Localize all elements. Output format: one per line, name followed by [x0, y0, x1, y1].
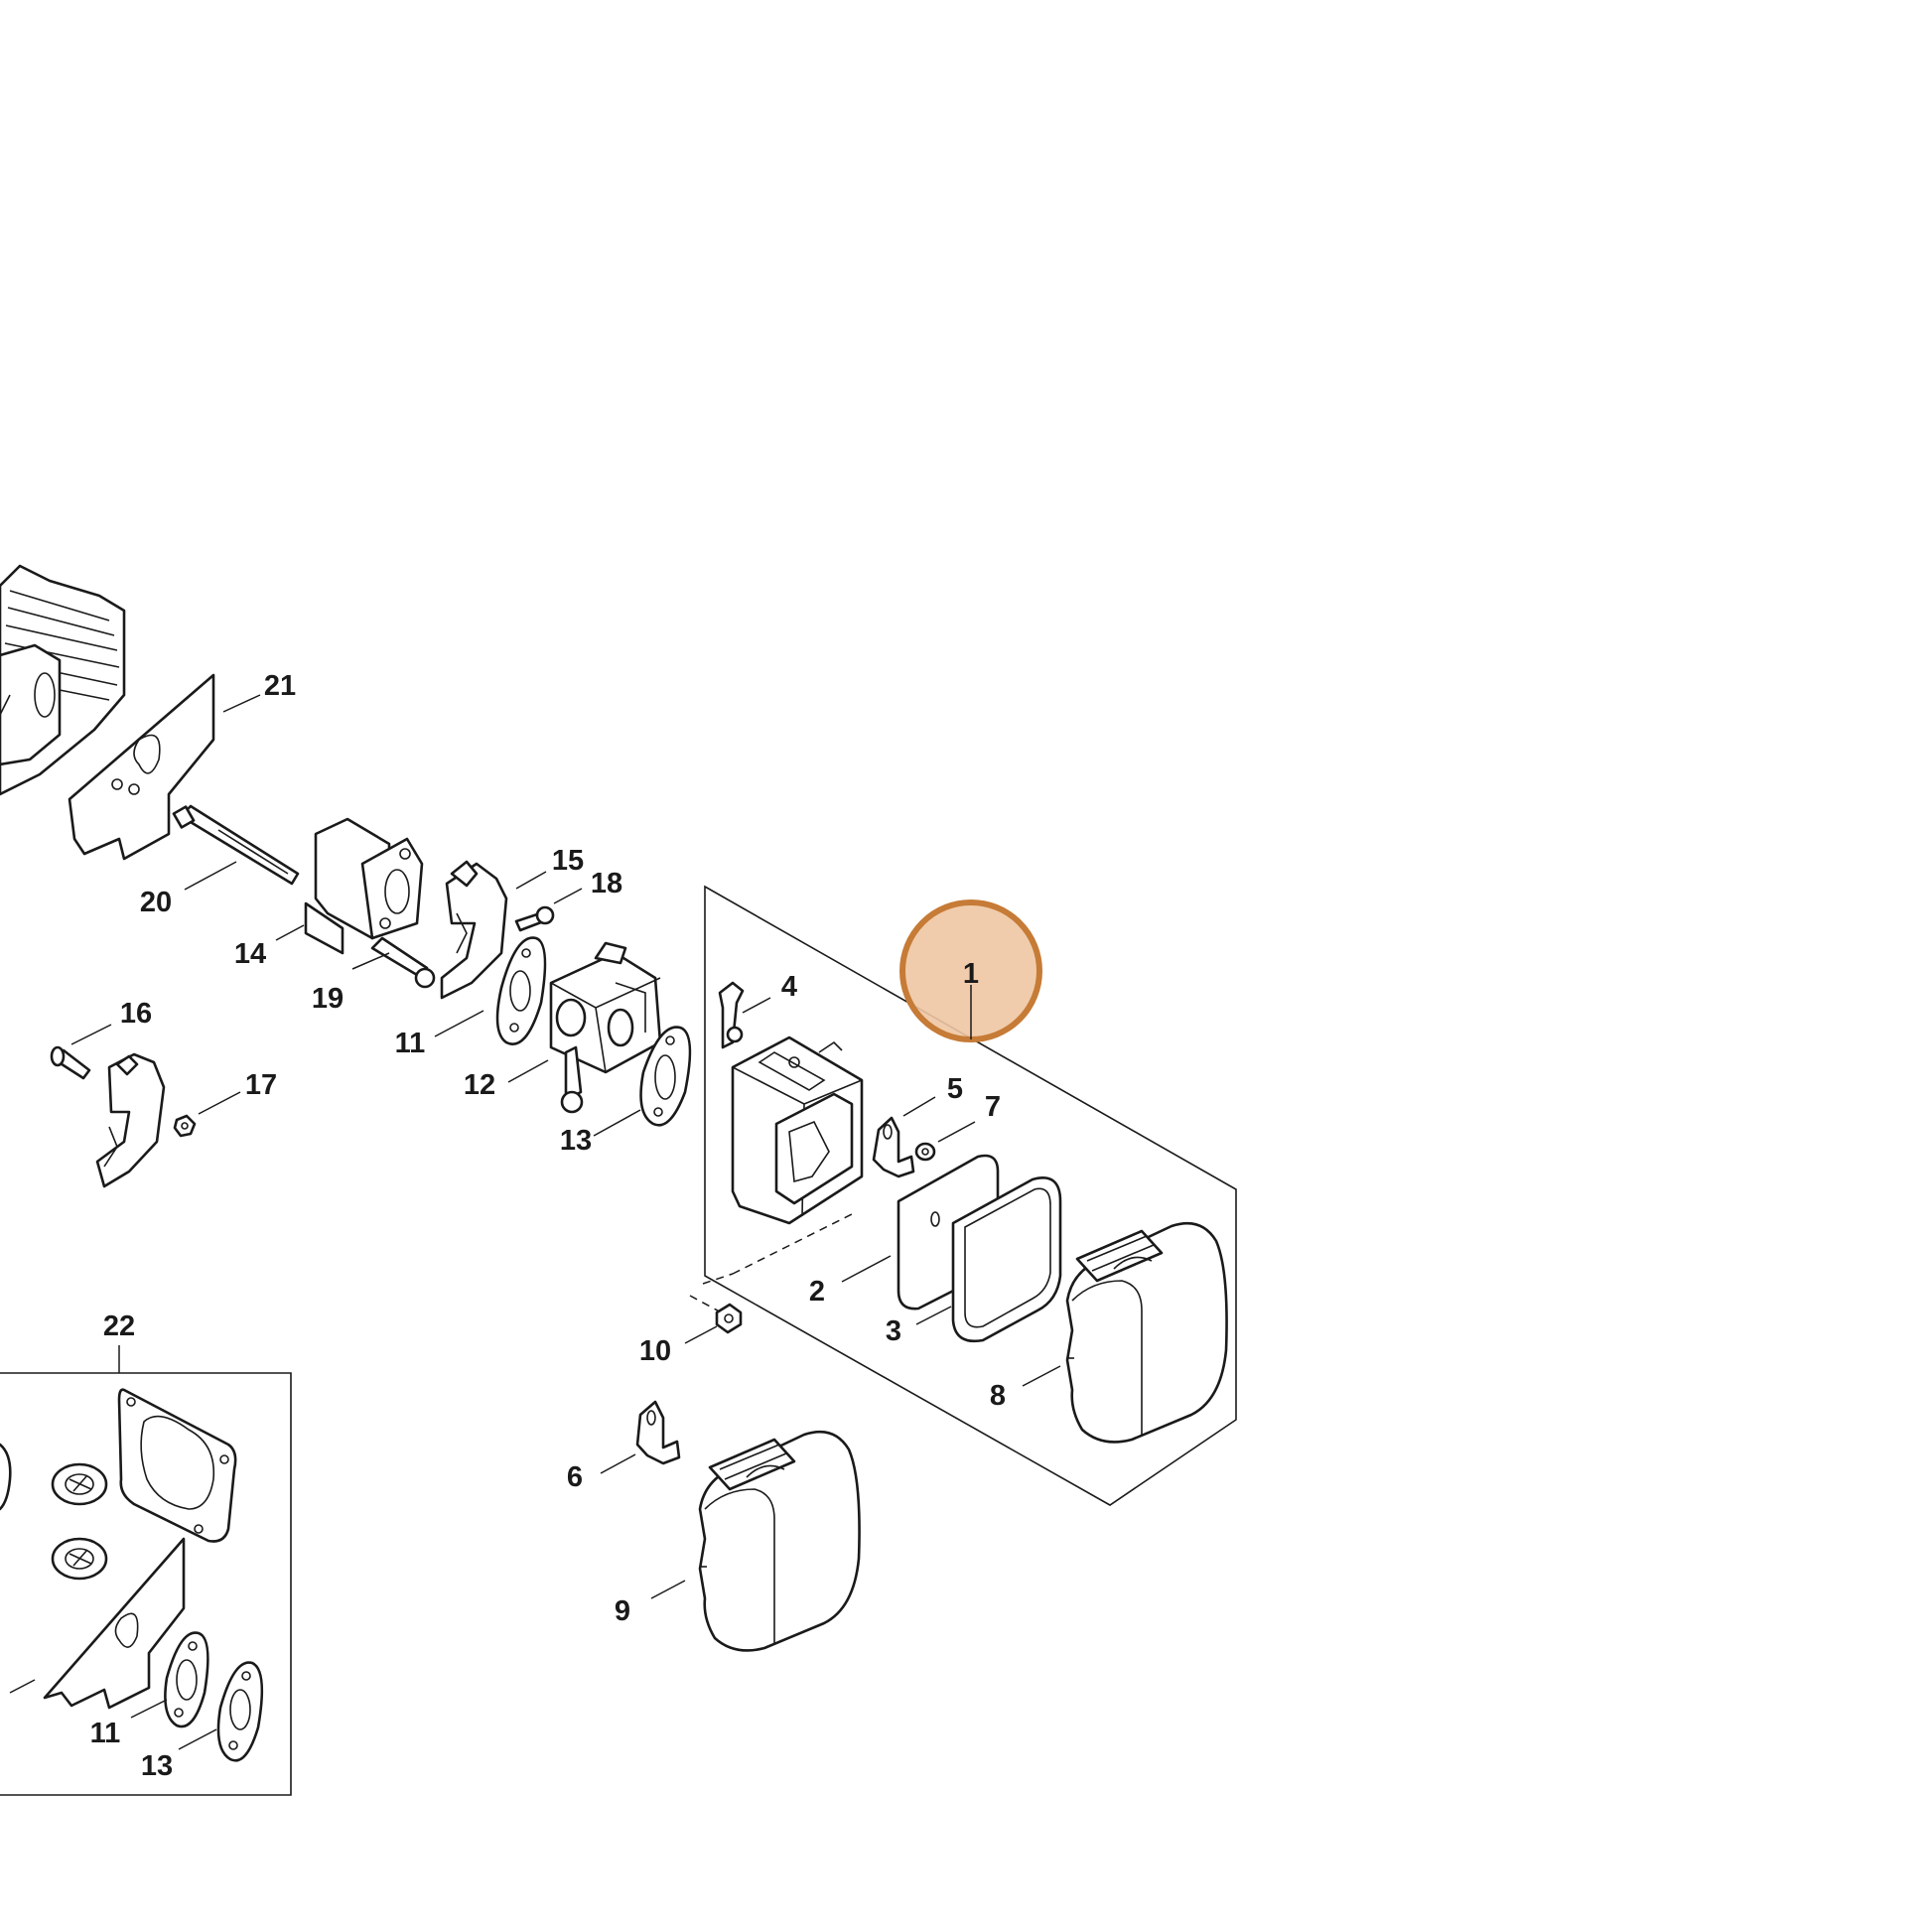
callout-21[interactable]: 21 — [264, 670, 296, 702]
bolt-16 — [50, 1045, 91, 1080]
callout-8[interactable]: 8 — [990, 1380, 1006, 1412]
filter-cover-9 — [698, 1430, 861, 1652]
callout-4[interactable]: 4 — [781, 971, 797, 1003]
nut-10 — [715, 1303, 743, 1334]
callout-18[interactable]: 18 — [591, 868, 622, 899]
callout-5[interactable]: 5 — [947, 1073, 963, 1105]
intake-manifold-14 — [304, 817, 424, 955]
callout-17[interactable]: 17 — [245, 1069, 277, 1101]
clip-6 — [635, 1400, 681, 1465]
cylinder-part — [0, 564, 126, 796]
gasket-11 — [495, 936, 547, 1045]
callout-7[interactable]: 7 — [985, 1091, 1001, 1123]
highlighted-callout-1[interactable]: 1 — [899, 899, 1042, 1042]
callout-6[interactable]: 6 — [567, 1461, 583, 1493]
air-filter-base-part — [731, 1035, 864, 1225]
callout-2[interactable]: 2 — [809, 1276, 825, 1308]
screw-18 — [514, 905, 555, 932]
washer-7 — [914, 1142, 936, 1162]
callout-13b[interactable]: 13 — [141, 1750, 173, 1782]
callout-12[interactable]: 12 — [464, 1069, 495, 1101]
callout-10[interactable]: 10 — [639, 1335, 671, 1367]
screw-19 — [370, 936, 436, 989]
callout-14[interactable]: 14 — [234, 938, 266, 970]
kit-22-parts — [0, 1388, 264, 1762]
callout-3[interactable]: 3 — [886, 1315, 901, 1347]
gasket-13 — [639, 1026, 692, 1127]
gasket-21 — [68, 673, 215, 861]
kit-frame-1 — [704, 885, 1237, 1506]
bolt-20 — [172, 804, 300, 886]
callout-13a[interactable]: 13 — [560, 1125, 592, 1157]
callout-15[interactable]: 15 — [552, 845, 584, 877]
bracket-15 — [440, 860, 508, 1000]
callout-16[interactable]: 16 — [120, 998, 152, 1030]
clip-5 — [872, 1116, 915, 1178]
bracket-part — [95, 1052, 166, 1188]
callout-11b[interactable]: 11 — [90, 1718, 121, 1749]
filter-cover-8 — [1065, 1221, 1228, 1444]
callout-11a[interactable]: 11 — [395, 1028, 426, 1059]
nut-17 — [173, 1114, 197, 1138]
callout-1[interactable]: 1 — [963, 958, 979, 990]
callout-19[interactable]: 19 — [312, 983, 344, 1015]
kit-frame-22 — [0, 1372, 292, 1796]
callout-22[interactable]: 22 — [103, 1311, 135, 1342]
carburetor-12 — [549, 941, 662, 1114]
callout-9[interactable]: 9 — [615, 1595, 630, 1627]
filter-element-3 — [951, 1176, 1062, 1343]
clip-4 — [718, 981, 745, 1049]
callout-20[interactable]: 20 — [140, 887, 172, 918]
